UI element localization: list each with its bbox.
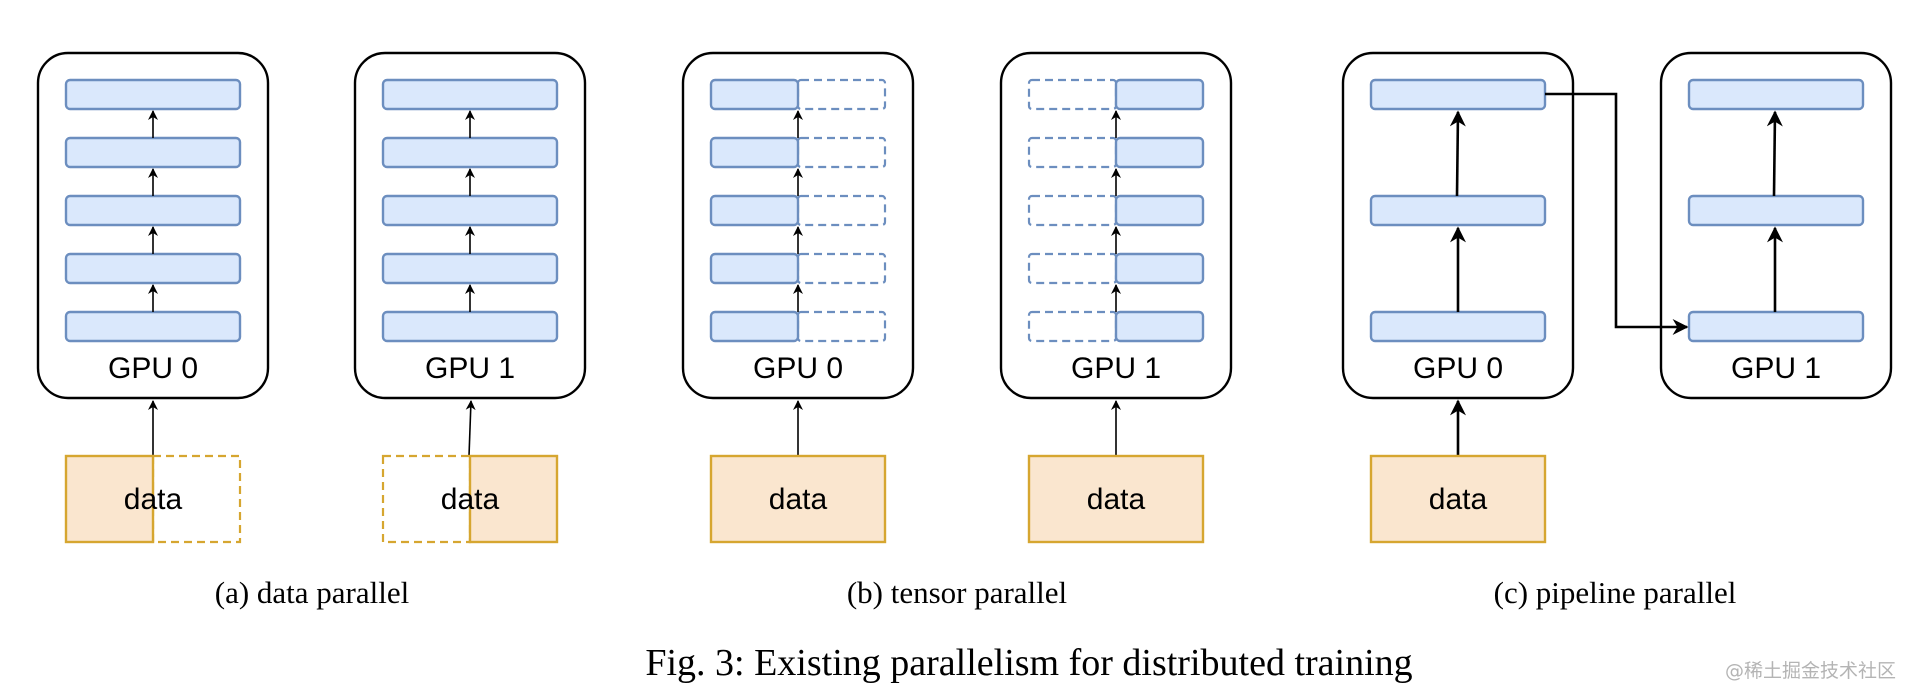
layer-shard-outline [1027, 252, 1118, 285]
panel-caption: (c) pipeline parallel [1494, 575, 1737, 610]
layer-shard [1114, 252, 1205, 285]
layer-shard [709, 194, 800, 227]
layer-block [1369, 310, 1547, 343]
panel-caption: (b) tensor parallel [847, 575, 1067, 610]
data-full [1027, 454, 1205, 544]
layer-shard-outline [796, 310, 887, 343]
panel-caption: (a) data parallel [215, 575, 409, 610]
figure-caption: Fig. 3: Existing parallelism for distrib… [645, 642, 1412, 684]
layer-shard [1114, 78, 1205, 111]
layer-shard-outline [796, 252, 887, 285]
layer-block [1369, 194, 1547, 227]
data-label: data [124, 483, 183, 516]
data-shard-outline [381, 454, 472, 544]
data-block: data [64, 454, 242, 544]
data-full [1369, 454, 1547, 544]
pipeline-connector-arrow [1545, 92, 1689, 335]
layer-block [1369, 78, 1547, 111]
watermark: @稀土掘金技术社区 [1725, 660, 1896, 682]
layer-block [381, 252, 559, 285]
panel-tensor-parallel: GPU 0 data GPU 1 [681, 51, 1233, 610]
data-full [709, 454, 887, 544]
layer-shard-outline [796, 136, 887, 169]
layer-arrow [1449, 110, 1466, 197]
layer-shard [709, 252, 800, 285]
layer-shard-outline [1027, 194, 1118, 227]
layer-block [1687, 310, 1865, 343]
gpu-label: GPU 1 [1731, 352, 1821, 385]
gpu-1-node: GPU 1 [353, 51, 587, 400]
layer-shard-outline [1027, 310, 1118, 343]
layer-shard-outline [1027, 78, 1118, 111]
layer-block [381, 136, 559, 169]
layer-block [64, 194, 242, 227]
panel-data-parallel: GPU 0 data GPU 1 data (a) da [36, 51, 587, 610]
layer-shard-outline [796, 78, 887, 111]
layer-shard [1114, 310, 1205, 343]
gpu-0-node: GPU 0 [1341, 51, 1575, 400]
gpu-1-node: GPU 1 [1659, 51, 1893, 400]
layer-block [64, 136, 242, 169]
data-shard [468, 454, 559, 544]
layer-shard [709, 78, 800, 111]
layer-block [1687, 78, 1865, 111]
layer-shard [1114, 136, 1205, 169]
data-block: data [1027, 454, 1205, 544]
layer-shard-outline [796, 194, 887, 227]
layer-block [381, 78, 559, 111]
layer-block [64, 78, 242, 111]
layer-block [1687, 194, 1865, 227]
gpu-1-node: GPU 1 [999, 51, 1233, 400]
layer-shard [1114, 194, 1205, 227]
layer-block [64, 310, 242, 343]
layer-shard [709, 310, 800, 343]
layer-block [381, 194, 559, 227]
gpu-0-node: GPU 0 [36, 51, 270, 400]
data-label: data [1429, 483, 1488, 516]
data-block: data [709, 454, 887, 544]
layer-arrow [1766, 110, 1783, 197]
layer-block [64, 252, 242, 285]
data-label: data [441, 483, 500, 516]
gpu-label: GPU 1 [425, 352, 515, 385]
data-arrow [465, 400, 476, 457]
data-block: data [381, 454, 559, 544]
panel-pipeline-parallel: GPU 0 data GPU 1 (c) pipeline parallel [1341, 51, 1893, 610]
data-block: data [1369, 454, 1547, 544]
gpu-label: GPU 0 [753, 352, 843, 385]
gpu-label: GPU 0 [1413, 352, 1503, 385]
layer-block [381, 310, 559, 343]
data-label: data [1087, 483, 1146, 516]
data-label: data [769, 483, 828, 516]
layer-shard-outline [1027, 136, 1118, 169]
gpu-0-node: GPU 0 [681, 51, 915, 400]
gpu-label: GPU 1 [1071, 352, 1161, 385]
gpu-label: GPU 0 [108, 352, 198, 385]
data-shard [64, 454, 155, 544]
layer-shard [709, 136, 800, 169]
